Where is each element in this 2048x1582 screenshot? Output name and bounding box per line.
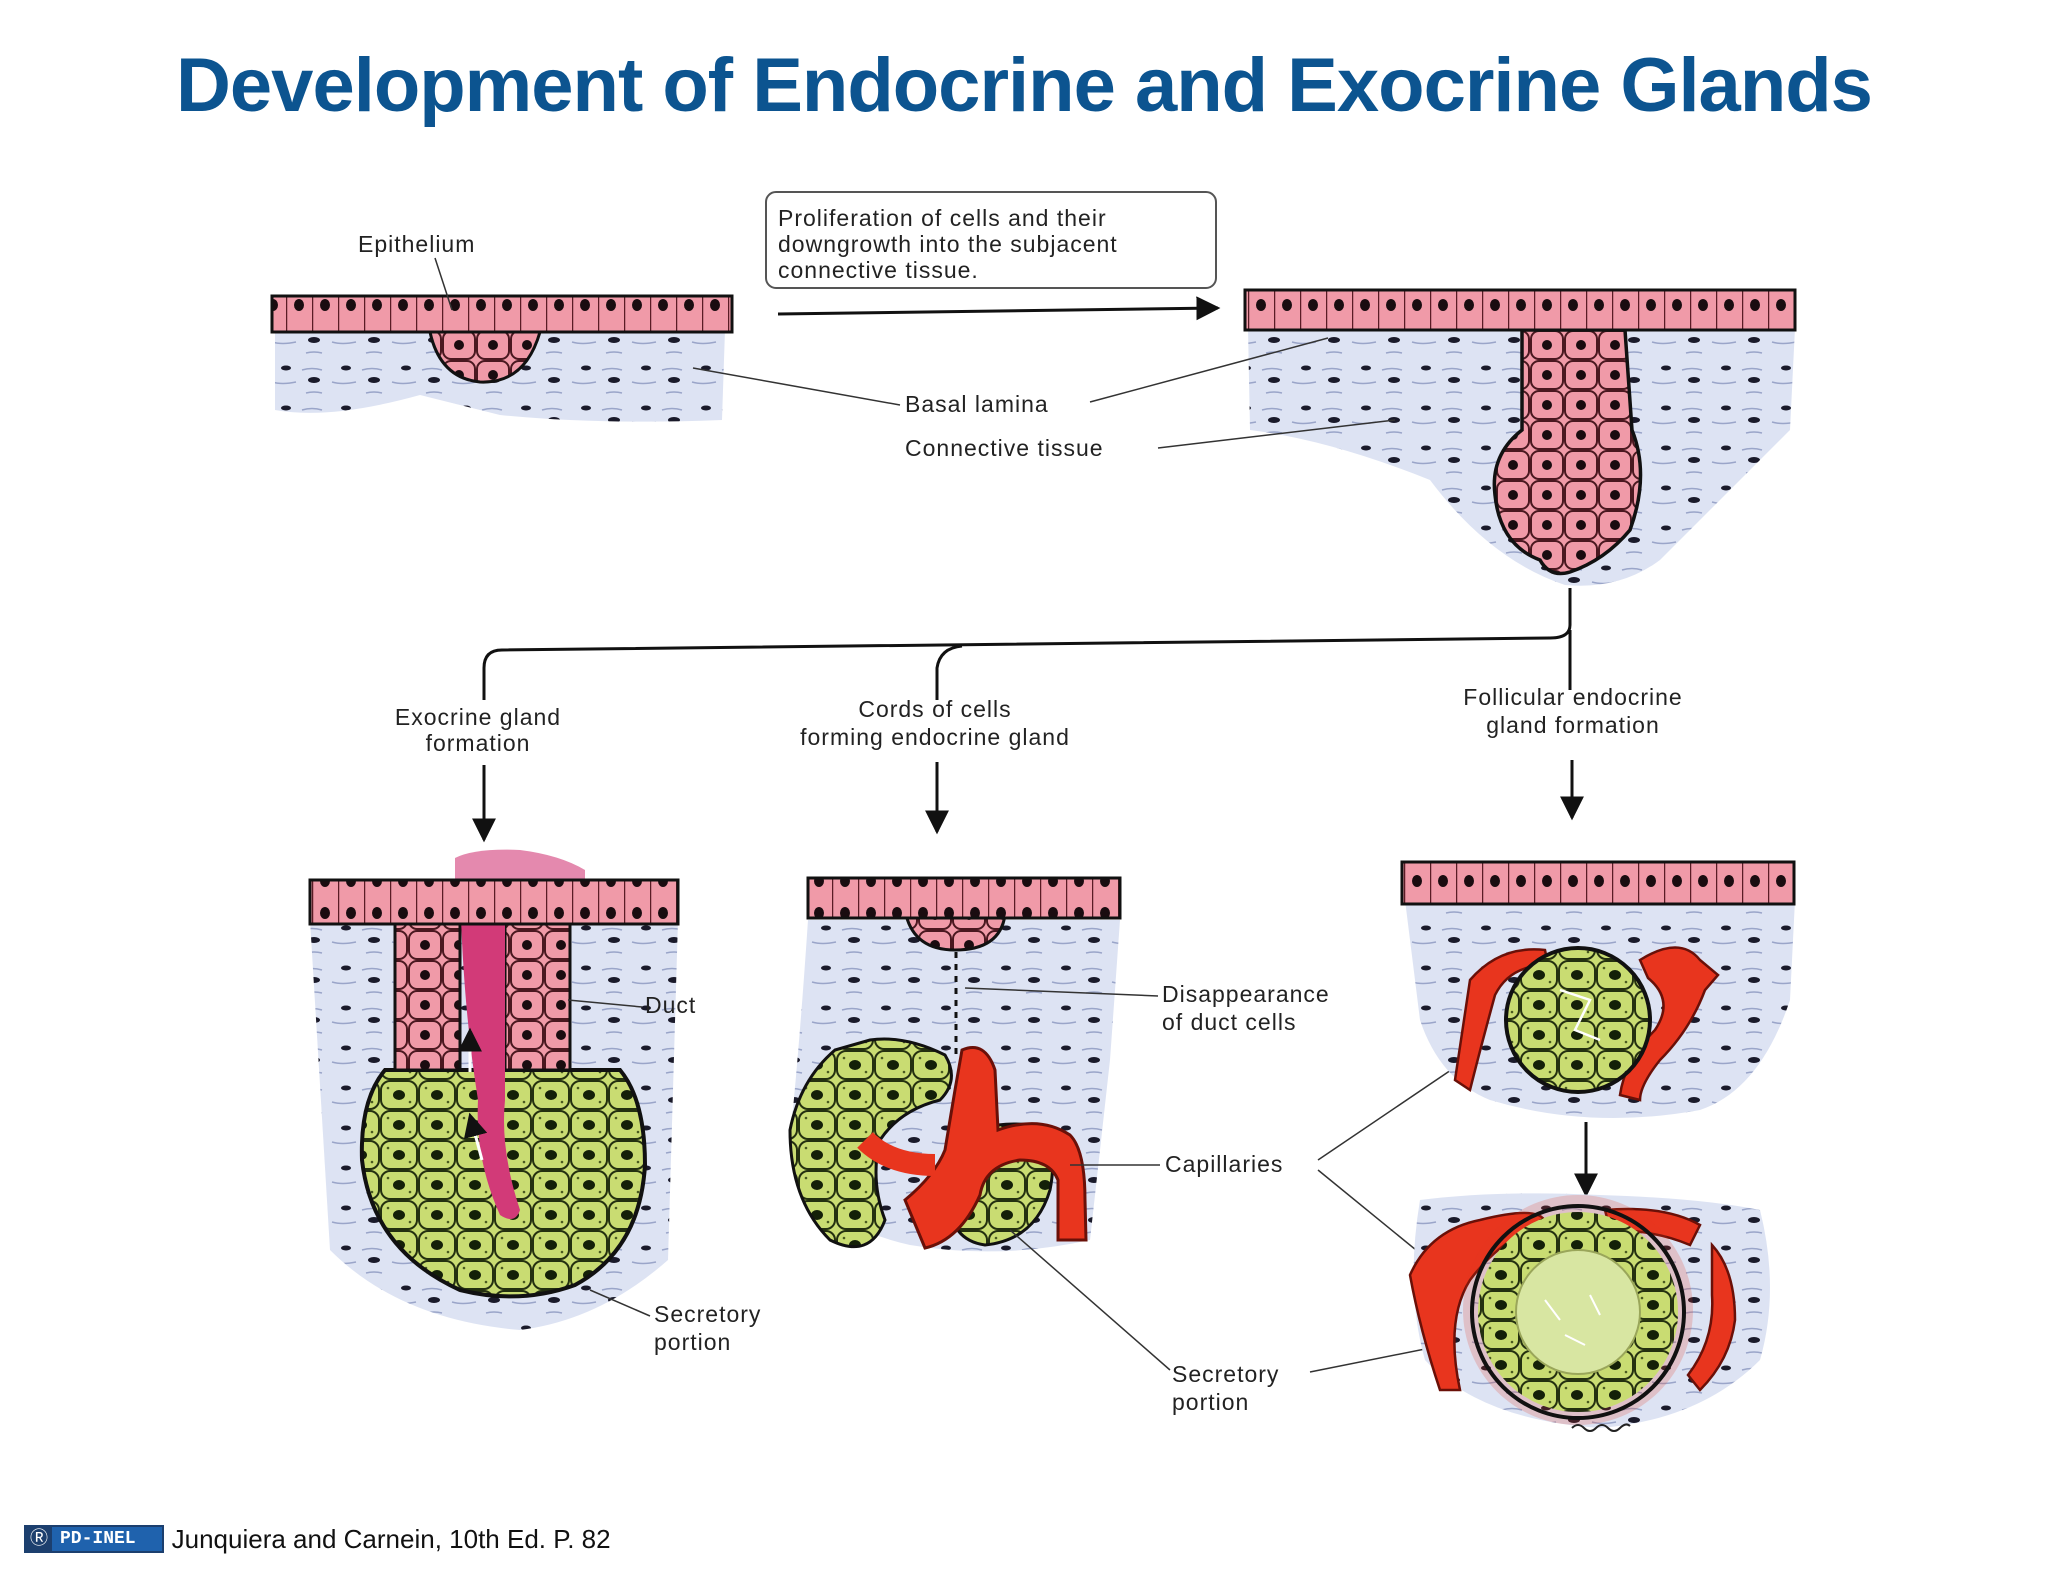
secretory-left-line-2: portion [654, 1329, 731, 1355]
basal-lamina-leader-right [1089, 337, 1329, 403]
cords-line-1: Cords of cells [858, 696, 1011, 722]
capillaries-label: Capillaries [1165, 1151, 1283, 1177]
exocrine-gland-illustration [308, 849, 680, 1330]
cc-icon: Ⓡ [26, 1527, 52, 1551]
disappearance-line-2: of duct cells [1162, 1009, 1296, 1035]
secretory-right-line-1: Secretory [1172, 1361, 1279, 1387]
proliferation-line-1: Proliferation of cells and their [778, 205, 1107, 231]
exocrine-formation-line-1: Exocrine gland [395, 704, 561, 730]
epithelium-label: Epithelium [358, 231, 475, 257]
cords-line-2: forming endocrine gland [800, 724, 1070, 750]
slide-footer: Ⓡ PD-INEL Junquiera and Carnein, 10th Ed… [24, 1523, 611, 1555]
secretory-right-line-2: portion [1172, 1389, 1249, 1415]
epithelium-leader [434, 257, 453, 311]
connective-tissue-leader [1157, 419, 1396, 449]
follicular-line-1: Follicular endocrine [1463, 684, 1682, 710]
secretory-right-leader-cords [1009, 1229, 1171, 1371]
duct-label: Duct [645, 992, 696, 1018]
slide-title: Development of Endocrine and Exocrine Gl… [176, 43, 1873, 128]
stage1-epithelium-bud [270, 294, 734, 422]
proliferation-line-3: connective tissue. [778, 257, 979, 283]
follicular-line-2: gland formation [1486, 712, 1660, 738]
secretory-left-line-1: Secretory [654, 1301, 761, 1327]
license-badge: Ⓡ PD-INEL [24, 1525, 164, 1553]
disappearance-leader [964, 987, 1159, 997]
branching-arrows [472, 588, 1598, 1198]
follicle-formed-illustration [1408, 1193, 1770, 1428]
proliferation-callout-box [765, 191, 1217, 289]
license-label: PD-INEL [52, 1527, 162, 1551]
duct-leader [567, 999, 643, 1008]
basal-lamina-leader-left [692, 367, 901, 406]
exocrine-formation-line-2: formation [426, 730, 531, 756]
proliferation-line-2: downgrowth into the subjacent [778, 231, 1118, 257]
basal-lamina-label: Basal lamina [905, 391, 1049, 417]
citation-text: Junquiera and Carnein, 10th Ed. P. 82 [171, 1523, 611, 1554]
artist-signature-mark [1571, 1423, 1631, 1432]
follicle-forming-illustration [1400, 860, 1796, 1118]
disappearance-line-1: Disappearance [1162, 981, 1330, 1007]
secretory-left-leader [589, 1289, 651, 1317]
cords-endocrine-illustration [788, 876, 1122, 1252]
connective-tissue-label: Connective tissue [905, 435, 1104, 461]
proliferation-arrow [777, 296, 1221, 321]
stage2-downgrowth [1243, 288, 1797, 586]
